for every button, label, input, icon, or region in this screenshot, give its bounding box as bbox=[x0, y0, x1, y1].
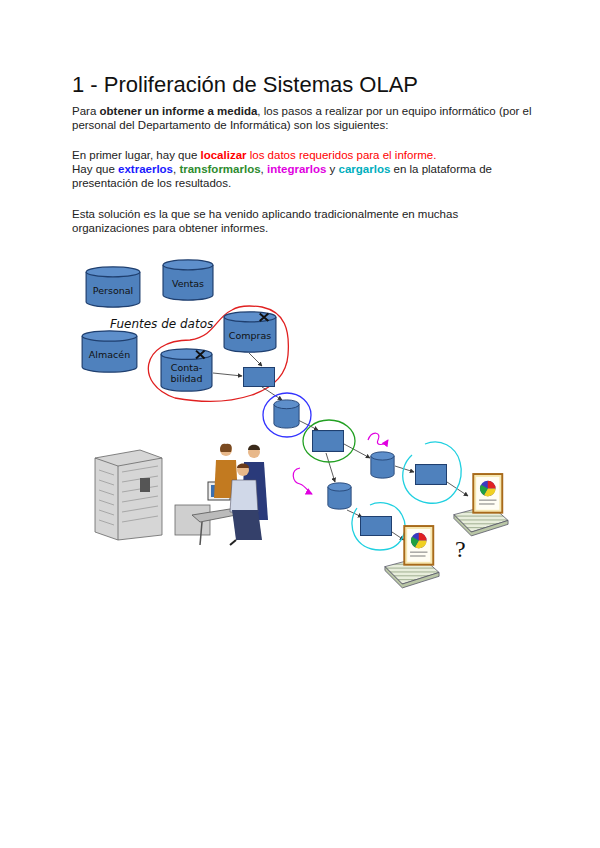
transform-loop bbox=[303, 420, 355, 462]
text-run: integrarlos bbox=[267, 163, 326, 175]
group-label: Fuentes de datos bbox=[110, 317, 213, 331]
text-run: , bbox=[173, 163, 179, 175]
text-run: Hay que bbox=[72, 163, 118, 175]
node-label: Ventas bbox=[162, 278, 214, 289]
text-run: cargarlos bbox=[339, 163, 391, 175]
node-holder: Ventas bbox=[162, 259, 214, 301]
database-cylinder bbox=[274, 400, 299, 428]
database-cylinder: Conta- bilidad bbox=[160, 348, 213, 392]
computer-room bbox=[95, 444, 268, 545]
load-loop bbox=[352, 503, 405, 550]
node-holder: Conta- bilidad bbox=[160, 348, 213, 392]
database-cylinder: Ventas bbox=[162, 259, 214, 301]
node-label: Personal bbox=[85, 285, 141, 296]
text-run: Esta solución es la que se ha venido apl… bbox=[72, 208, 458, 234]
flow-lines bbox=[213, 353, 468, 540]
text-run: y bbox=[326, 163, 338, 175]
database-cylinder: Almacén bbox=[81, 330, 138, 373]
node-label: Compras bbox=[223, 330, 277, 341]
process-box bbox=[361, 517, 392, 536]
paragraph: Para obtener un informe a medida, los pa… bbox=[72, 104, 534, 132]
integrate-arrow bbox=[293, 468, 312, 494]
node-holder: Compras bbox=[223, 311, 277, 353]
paragraph: Hay que extraerlos, transformarlos, inte… bbox=[72, 162, 534, 190]
load-loop bbox=[403, 442, 462, 503]
text-run: transformarlos bbox=[179, 163, 260, 175]
node-holder: Almacén bbox=[81, 330, 138, 373]
report-icon bbox=[385, 526, 439, 588]
text-run: obtener un informe a medida bbox=[100, 105, 258, 117]
database-cylinder: Personal bbox=[85, 266, 141, 308]
question-mark: ? bbox=[455, 536, 466, 563]
integrate-arrow bbox=[368, 433, 388, 444]
report-icon bbox=[454, 474, 508, 536]
process-box bbox=[244, 368, 275, 387]
process-box bbox=[416, 465, 447, 485]
paragraph: En primer lugar, hay que localizar los d… bbox=[72, 148, 534, 162]
text-run: , bbox=[261, 163, 267, 175]
paragraph: Esta solución es la que se ha venido apl… bbox=[72, 207, 534, 235]
text-run: extraerlos bbox=[118, 163, 173, 175]
text-run: los datos requeridos para el informe. bbox=[247, 149, 437, 161]
database-cylinder: Compras bbox=[223, 311, 277, 353]
node-label: Almacén bbox=[81, 349, 138, 360]
process-box bbox=[313, 431, 344, 452]
node-label: Conta- bilidad bbox=[160, 362, 213, 384]
node-holder: Personal bbox=[85, 266, 141, 308]
extract-loop bbox=[263, 393, 311, 437]
text-run: Para bbox=[72, 105, 100, 117]
text-run: En primer lugar, hay que bbox=[72, 149, 201, 161]
page-title: 1 - Proliferación de Sistemas OLAP bbox=[72, 72, 418, 98]
text-run: localizar bbox=[201, 149, 247, 161]
database-cylinder bbox=[328, 483, 351, 509]
database-cylinder bbox=[371, 452, 394, 478]
